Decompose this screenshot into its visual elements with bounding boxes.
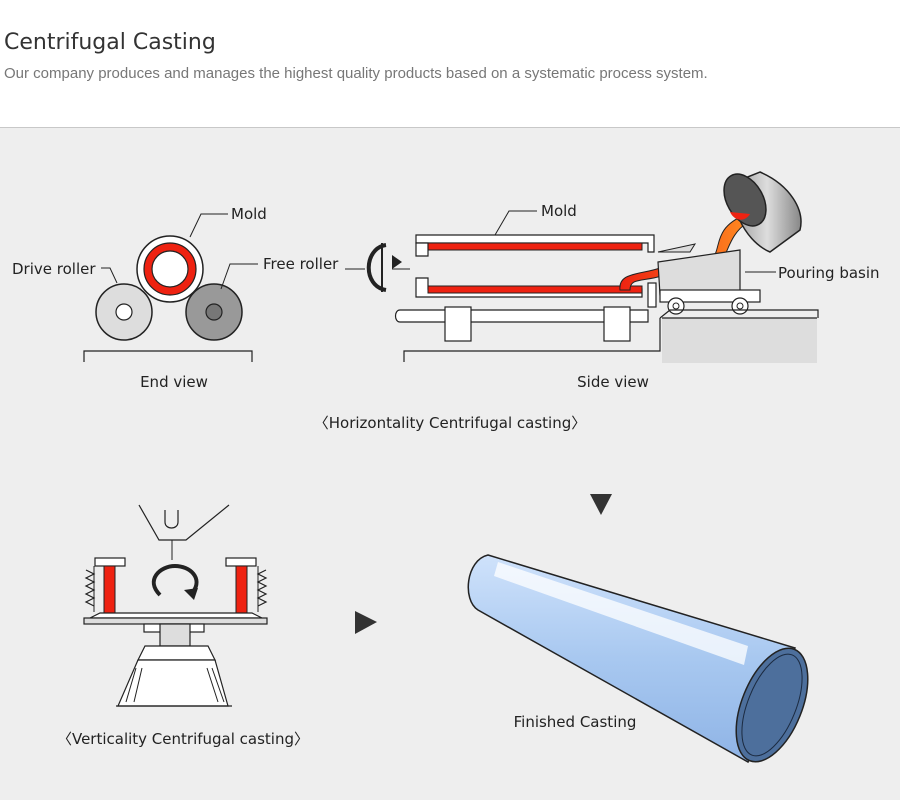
vertical-caption: 〈Verticality Centrifugal casting〉 — [57, 730, 309, 748]
horizontal-caption: 〈Horizontality Centrifugal casting〉 — [314, 414, 586, 432]
ladle — [723, 171, 802, 253]
side-view-mold-label: Mold — [541, 202, 577, 220]
pouring-basin-label: Pouring basin — [778, 264, 880, 282]
end-view: Mold Drive roller Free roller End view — [12, 205, 339, 391]
page-title: Centrifugal Casting — [4, 30, 216, 55]
vertical-casting — [83, 504, 268, 707]
side-view: Mold Pouring basin Side view — [345, 171, 880, 391]
rotation-arrow-icon — [151, 563, 199, 600]
down-triangle-icon — [590, 494, 612, 515]
right-triangle-icon — [355, 611, 377, 634]
finished-casting-pipe — [467, 554, 809, 764]
side-view-caption: Side view — [577, 373, 649, 391]
page-header: Centrifugal Casting Our company produces… — [0, 0, 900, 128]
side-view-mold — [427, 242, 643, 251]
drive-roller-label: Drive roller — [12, 260, 96, 278]
finished-casting-label: Finished Casting — [514, 713, 637, 731]
free-roller-label: Free roller — [263, 255, 339, 273]
end-view-mold-label: Mold — [231, 205, 267, 223]
page-subtitle: Our company produces and manages the hig… — [4, 65, 708, 82]
pouring-basin — [657, 249, 741, 296]
rotation-arrow-icon — [366, 243, 402, 292]
end-view-caption: End view — [140, 373, 208, 391]
